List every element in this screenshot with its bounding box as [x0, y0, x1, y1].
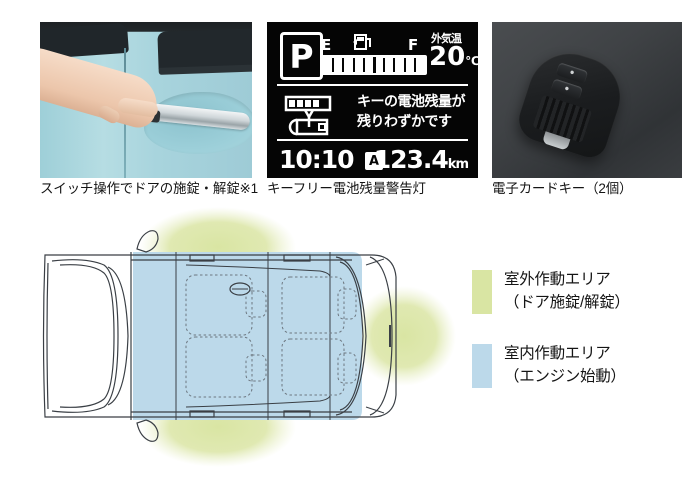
steering-wheel [229, 282, 251, 296]
mirror-left [136, 419, 159, 442]
odometer-unit: km [447, 157, 469, 172]
lcd-screen: P E F 外 [267, 22, 478, 178]
lcd-bottom-section: 10:10 A 123.4km [267, 143, 478, 178]
seat-front-right [185, 274, 253, 336]
mirror-right [136, 230, 159, 253]
drive-mode-badge: A [365, 152, 383, 170]
panel-electronic-key: ● ● [492, 22, 682, 178]
seat-front-left [185, 336, 253, 398]
handle-rear-left [283, 410, 311, 418]
electronic-key-fob: ● ● [513, 42, 631, 162]
legend-item-outdoor: 室外作動エリア （ドア施錠/解錠） [472, 268, 687, 314]
legend-indoor-line-2: （エンジン始動） [504, 368, 626, 385]
outside-temp-label: 外気温 [431, 32, 462, 45]
legend-label-outdoor: 室外作動エリア （ドア施錠/解錠） [504, 268, 630, 314]
key-battery-icon [284, 95, 332, 136]
caption-electronic-key: 電子カードキー（2個） [492, 181, 633, 196]
interior-seats [185, 274, 357, 398]
zone-rear-tailgate [352, 286, 456, 386]
fuel-gauge-needle [372, 57, 376, 73]
legend-indoor-line-1: 室内作動エリア [504, 345, 611, 362]
clock-display: 10:10 [279, 145, 355, 174]
legend-outdoor-line-2: （ドア施錠/解錠） [504, 294, 630, 311]
lcd-divider-bottom [277, 139, 468, 141]
warning-line-2: 残りわずかです [357, 114, 452, 130]
legend-outdoor-line-1: 室外作動エリア [504, 271, 611, 288]
caption-keyfree-warning: キーフリー電池残量警告灯 [267, 181, 426, 196]
panel-keyfree-warning: P E F 外 [267, 22, 478, 178]
handle-rear-right [283, 254, 311, 262]
legend-label-indoor: 室内作動エリア （エンジン始動） [504, 342, 626, 388]
outside-temp-unit: ℃ [465, 54, 478, 68]
legend-swatch-indoor [472, 344, 492, 388]
outside-temp-value: 20 [429, 42, 466, 72]
caption-door-switch: スイッチ操作でドアの施錠・解錠※1 [40, 181, 258, 196]
key-photo-background: ● ● [492, 22, 682, 178]
top-panel-row: スイッチ操作でドアの施錠・解錠※1 P E F [0, 0, 690, 200]
outside-temp-value-group: 20℃ [429, 44, 478, 70]
shift-position-indicator: P [280, 32, 323, 80]
door-switch-photo [40, 22, 252, 178]
legend: 室外作動エリア （ドア施錠/解錠） 室内作動エリア （エンジン始動） [472, 268, 687, 416]
legend-item-indoor: 室内作動エリア （エンジン始動） [472, 342, 687, 388]
car-top-view-diagram [0, 205, 470, 480]
odometer: 123.4km [373, 145, 469, 174]
indoor-operating-zone [133, 252, 362, 420]
fuel-pump-icon [353, 34, 371, 50]
door-photo-background [40, 22, 252, 178]
lcd-cluster-image: P E F 外 [267, 22, 478, 178]
fuel-empty-label: E [321, 36, 332, 54]
fuel-full-label: F [408, 36, 419, 54]
headrest-rear-left [337, 352, 357, 384]
lcd-top-section: P E F 外 [267, 22, 478, 82]
handle-front-left [189, 410, 215, 418]
handle-front-right [189, 254, 215, 262]
fuel-gauge [321, 55, 427, 75]
cabin-fill [133, 252, 362, 420]
car-body-outline [42, 230, 397, 442]
legend-swatch-outdoor [472, 270, 492, 314]
panel-door-switch [40, 22, 252, 178]
key-battery-warning-message: キーの電池残量が 残りわずかです [357, 92, 466, 132]
rear-window-glass [157, 28, 252, 72]
odometer-value: 123.4 [373, 145, 449, 174]
headrest-rear-right [337, 288, 357, 320]
lcd-divider-top [277, 84, 468, 86]
warning-line-1: キーの電池残量が [357, 94, 466, 110]
key-fob-photo: ● ● [492, 22, 682, 178]
